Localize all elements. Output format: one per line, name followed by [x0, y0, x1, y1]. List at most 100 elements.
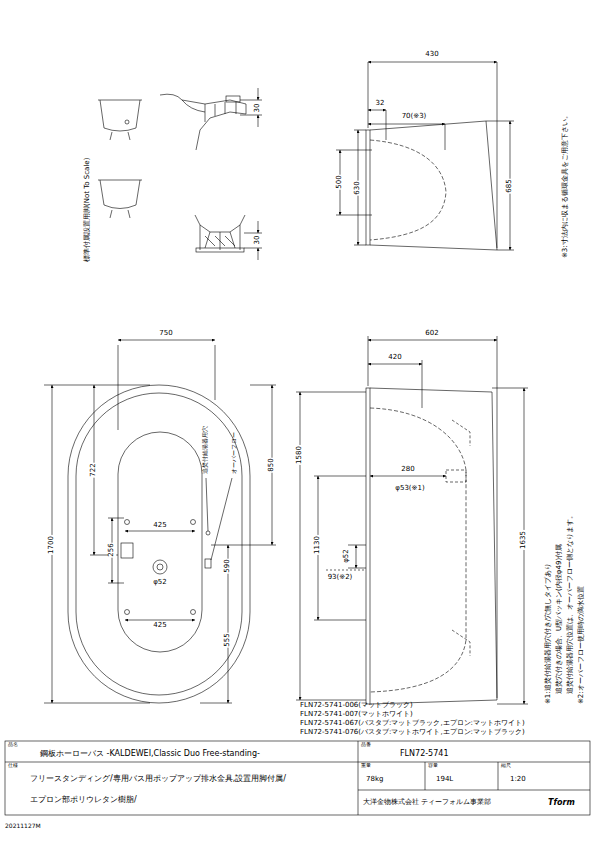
extension-line: [240, 100, 262, 101]
note-text: ※1:追焚付給湯器用穴付き/穴無しタイプあり: [545, 563, 553, 704]
extension-line: [336, 150, 372, 151]
extension-line: [108, 518, 124, 519]
title-block-frame: [5, 741, 590, 815]
dimension-label: 32: [376, 100, 385, 108]
extension-line: [497, 336, 498, 698]
extension-line: [44, 703, 150, 704]
table-cell: 78kg: [366, 776, 383, 784]
drain-symbol: [157, 564, 163, 570]
water-level-line: [326, 570, 366, 571]
dimension-label: 93(※2): [327, 574, 354, 582]
extension-line: [492, 388, 528, 389]
dimension-line: [258, 248, 259, 260]
leg-hole: [125, 520, 130, 525]
tub-sketch: [100, 100, 140, 131]
model-number: FLN72-5741-076(バスタブ:マットホワイト,エプロン:マットブラック…: [300, 729, 525, 737]
dimension-label: 1130: [314, 535, 322, 555]
tub-rim: [76, 393, 242, 695]
leg-sketch: [128, 132, 130, 140]
dimension-line: [300, 392, 301, 700]
handle-symbol: [121, 543, 133, 558]
note-text: ※2:オーバーフロー使用時の満水位置: [578, 586, 586, 704]
leg-hole: [191, 520, 196, 525]
extension-line: [348, 545, 366, 546]
drain-hidden-line: [446, 470, 466, 482]
extension-line: [354, 130, 366, 131]
note-text: 追焚付給湯器用穴位置は、オーバーフロー側となります。: [567, 512, 575, 694]
dimension-label: 30: [254, 103, 262, 114]
dimension-label: 590: [224, 558, 232, 573]
extension-line: [118, 345, 119, 430]
table-cell: FLN72-5741: [400, 750, 448, 759]
dimension-label: 1635: [520, 530, 528, 550]
leg-assembly: [195, 215, 245, 250]
extension-line: [200, 703, 232, 704]
dimension-line: [368, 364, 422, 365]
dimension-line: [370, 476, 446, 477]
extension-line: [296, 392, 366, 393]
overflow-symbol: [205, 559, 211, 568]
dimension-line: [368, 340, 497, 341]
tub-sketch: [100, 180, 140, 209]
company-name: 大洋金物株式会社 ティーフォルム事業部: [363, 799, 491, 807]
table-cell: 194L: [436, 776, 453, 784]
table-cell: 品番: [361, 742, 371, 748]
dimension-line: [118, 340, 215, 341]
dimension-line: [368, 62, 497, 63]
extension-line: [354, 245, 366, 246]
dimension-label: φ53(※1): [395, 485, 424, 493]
extension-line: [368, 62, 369, 128]
dimension-label: 850: [268, 457, 276, 472]
model-number: FLN72-5741-067(バスタブ:マットブラック,エプロン:マットホワイト…: [300, 720, 525, 728]
table-cell: 縮尺: [501, 763, 511, 769]
leg-sketch: [128, 210, 130, 218]
extension-line: [336, 215, 372, 216]
dimension-line: [258, 88, 259, 100]
reheat-hole: [206, 531, 210, 535]
leg-detail-top: [98, 88, 262, 150]
extension-line: [215, 345, 216, 400]
dimension-label: 280: [401, 466, 414, 474]
dimension-label: 555: [224, 632, 232, 647]
leg-sketch: [110, 210, 112, 218]
dimension-label: 602: [425, 330, 438, 338]
leg-hole: [125, 610, 130, 615]
end-view: [336, 62, 514, 250]
extension-line: [445, 124, 446, 150]
dimension-line: [125, 620, 195, 621]
dimension-label: 1700: [48, 535, 56, 555]
table-cell: 品名: [8, 742, 18, 748]
apron-outline: [370, 388, 497, 704]
table-rule: [498, 762, 499, 790]
leg-assembly: [182, 100, 236, 122]
extension-line: [422, 360, 423, 408]
callout-label: 追焚付給湯器用穴: [202, 426, 209, 474]
leg-detail-bottom: [98, 180, 262, 260]
basin-outline: [118, 432, 202, 652]
extension-line: [44, 385, 150, 386]
extension-line: [348, 568, 366, 569]
extension-line: [314, 620, 366, 621]
tub-outline: [68, 385, 250, 703]
tub-rim: [366, 130, 370, 245]
table-rule: [358, 741, 359, 815]
leg-mark: [125, 120, 129, 124]
table-rule: [358, 790, 590, 791]
dimension-line: [368, 124, 445, 125]
dimension-label: φ52: [343, 549, 351, 563]
dimension-label: φ52: [153, 579, 167, 587]
leg-plate: [196, 248, 244, 252]
apron-outline: [370, 121, 497, 250]
dimension-label: 420: [388, 354, 401, 362]
extension-line: [497, 62, 498, 248]
dimension-line: [368, 110, 386, 111]
table-rule: [425, 762, 426, 790]
leg-assembly: [160, 94, 246, 150]
dimension-label: 425: [153, 522, 166, 530]
side-view: [296, 336, 528, 704]
title-block: [5, 741, 590, 815]
tub-rim: [366, 388, 370, 704]
extension-line: [211, 545, 276, 546]
dimension-label: 750: [159, 330, 172, 338]
